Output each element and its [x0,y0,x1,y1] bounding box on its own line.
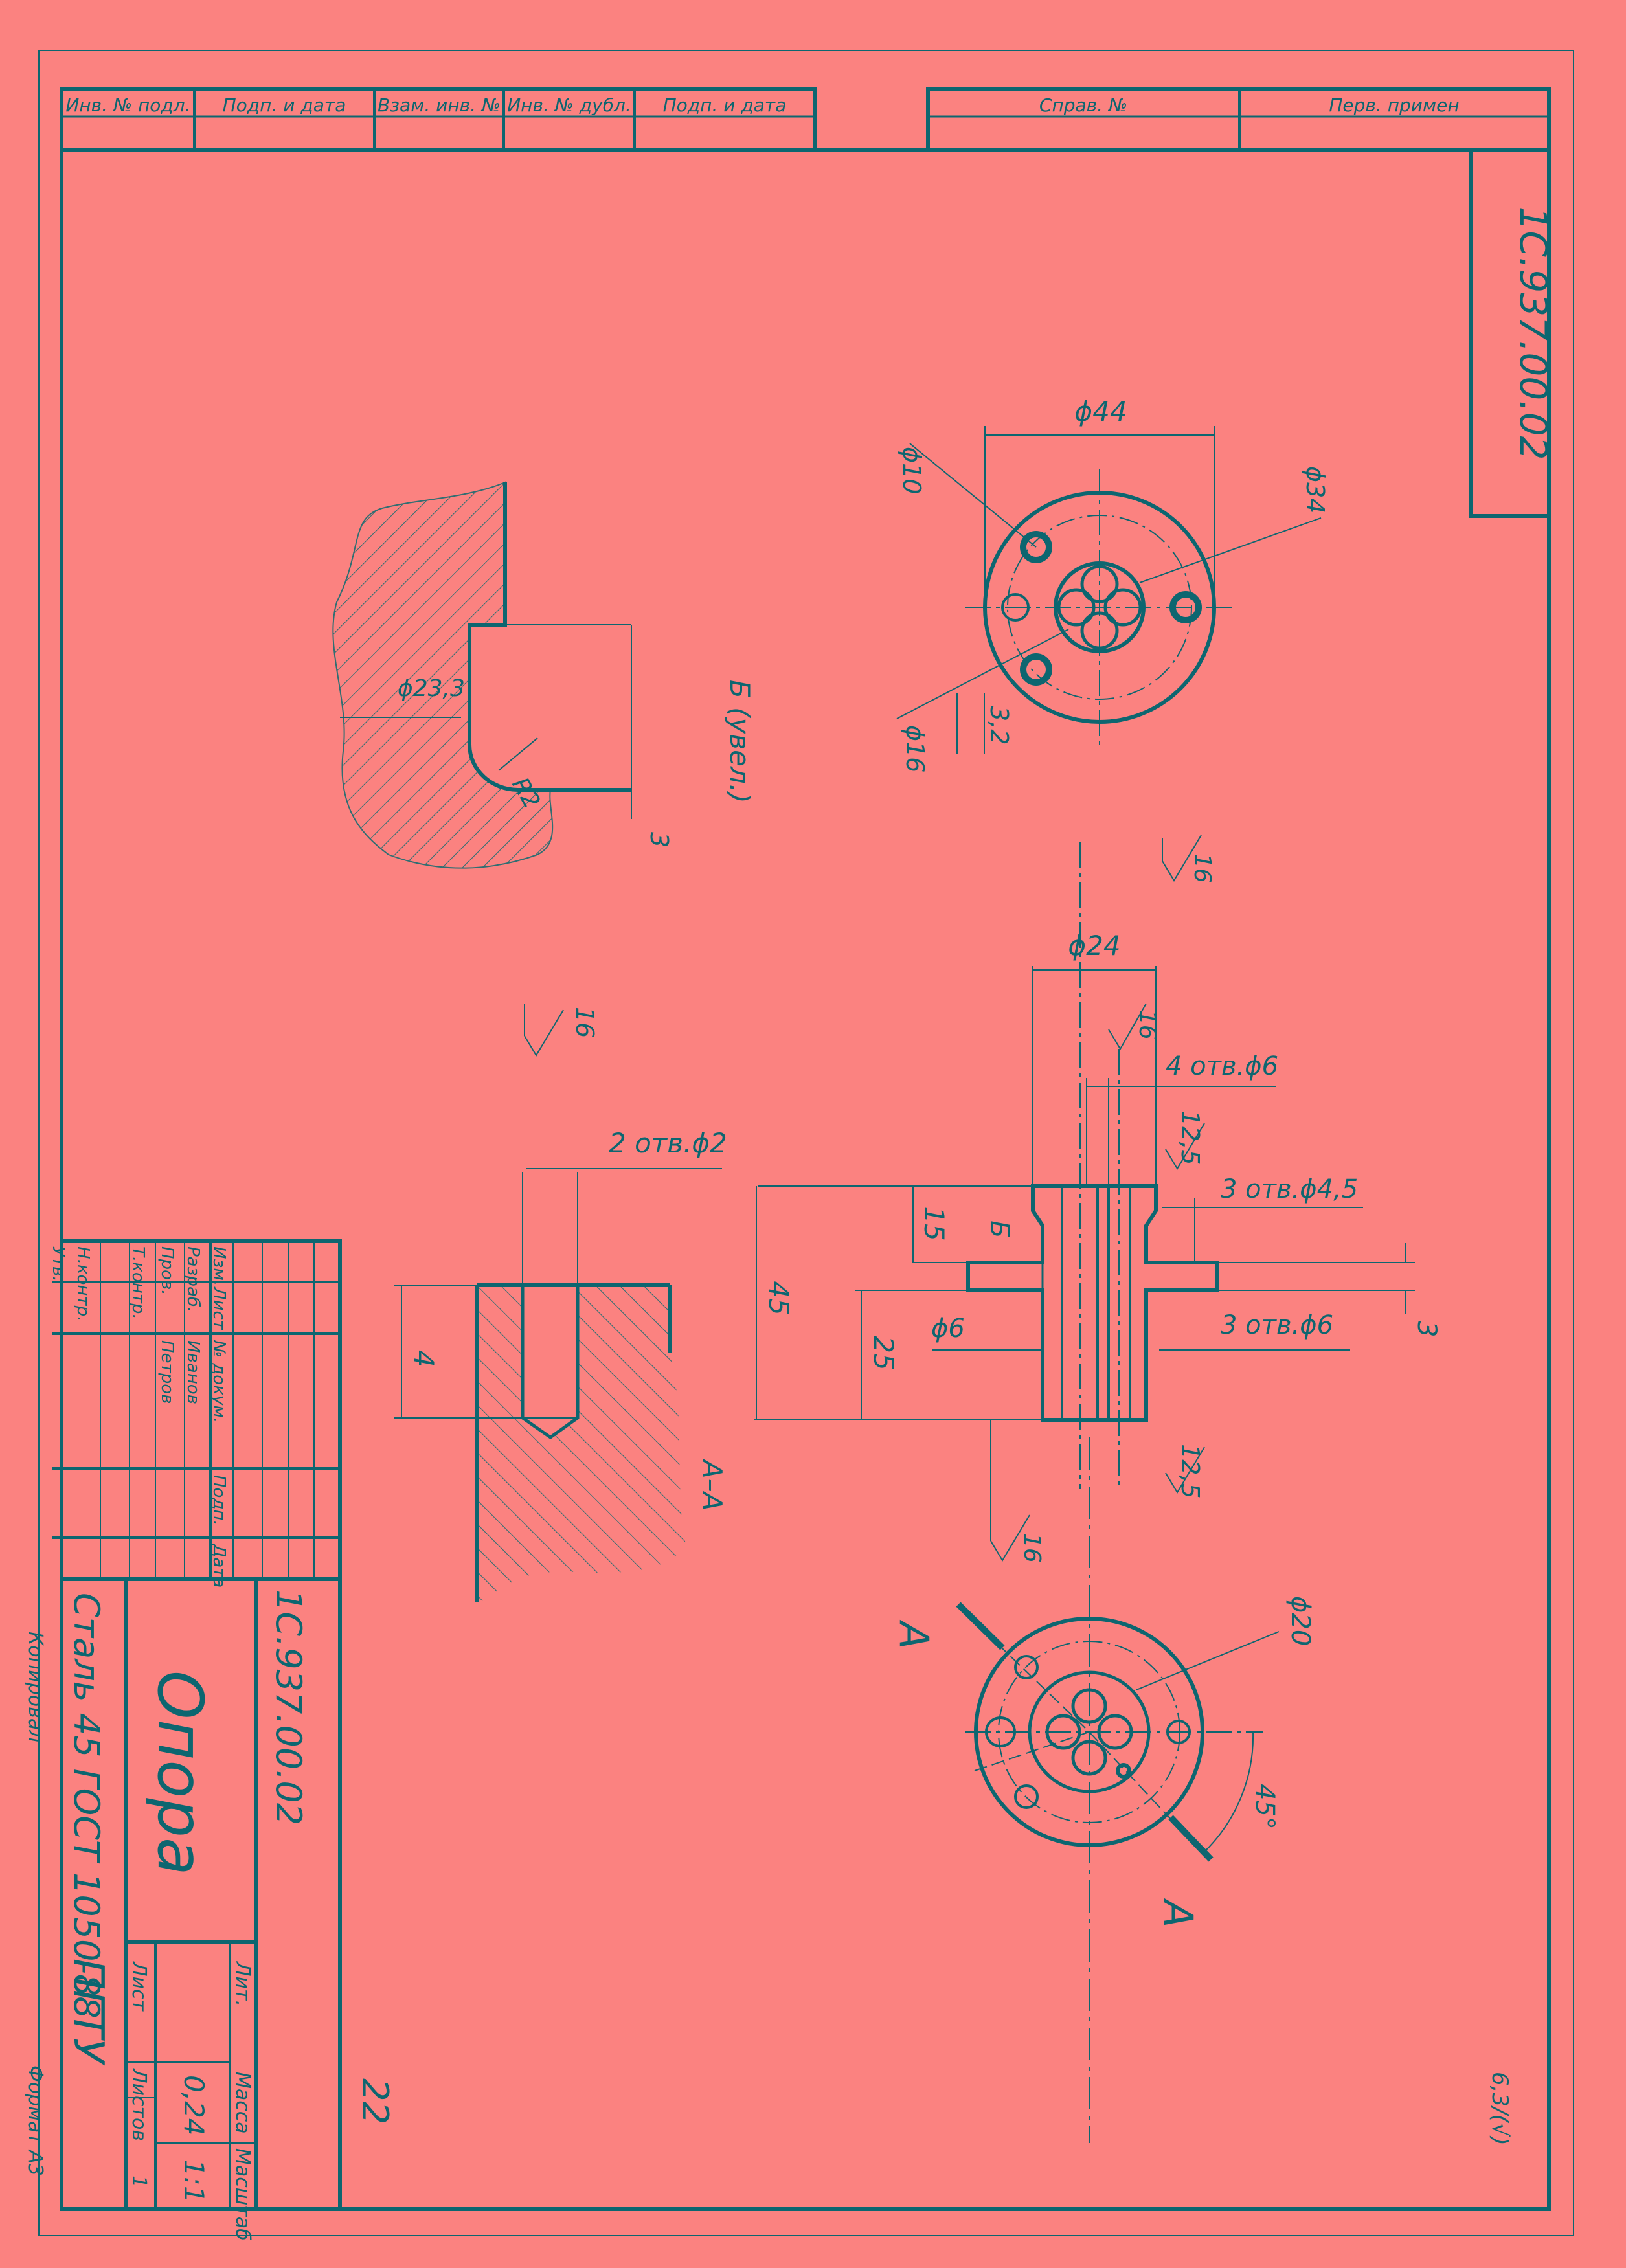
detail-dim-depth: 3 [645,832,673,848]
title-lit: Лит. [231,1961,254,2006]
role-utv: Утв. [49,1246,68,1282]
footer-format: Формат А3 [24,2065,47,2176]
role-razrab: Разраб. [183,1246,203,1312]
main-dim-12-5-bottom: 12,5 [1176,1444,1204,1499]
detail-view-b [332,481,632,869]
bottom-cut-a-right: А [1155,1898,1202,1927]
bottom-view [956,1437,1280,2143]
name-prov: Петров [157,1340,177,1404]
title-scale-value: 1:1 [178,2159,210,2203]
top-dim-d34: ϕ34 [1301,466,1329,513]
main-dim-45: 45 [763,1281,795,1315]
detail-view-label: Б (увел.) [724,680,756,803]
role-nkontr: Н.контр. [73,1246,93,1321]
top-dim-3-2: 3,2 [985,706,1013,745]
role-prov: Пров. [157,1246,177,1296]
main-holes-3-d4-5: 3 отв.ϕ4,5 [1221,1174,1358,1204]
page-number: 22 [354,2078,396,2124]
title-list: Лист [128,1961,150,2012]
detail-dim-diameter: ϕ23,3 [398,675,465,702]
col-list: Лист [209,1286,229,1330]
footer-copied: Копировал [24,1632,47,1742]
stamp-podp-data-1: Подп. и дата [223,95,346,116]
bottom-cut-a-left: А [890,1619,938,1649]
title-massa: Масса [231,2072,254,2134]
stamp-podp-data-2: Подп. и дата [663,95,787,116]
title-listov: Листов [128,2068,150,2141]
trim-frame [38,50,1574,2236]
section-holes-d2: 2 отв.ϕ2 [609,1127,727,1159]
title-part-name: Опора [144,1670,216,1876]
top-dim-d44: ϕ44 [1074,396,1127,427]
main-dim-d24: ϕ24 [1068,930,1120,961]
main-dim-12-5-top: 12,5 [1176,1110,1204,1165]
main-holes-3-d6: 3 отв.ϕ6 [1221,1310,1333,1340]
side-code-box [1469,148,1551,518]
stamp-sprav: Справ. № [1039,95,1127,116]
side-code: 1С.937.00.02 [1511,207,1555,460]
top-stamp [60,87,1551,152]
stamp-perv-primen: Перв. примен [1329,95,1459,116]
main-roughness-top: 16 [1189,853,1215,883]
section-roughness: 16 [570,1007,599,1038]
col-doc: № докум. [209,1339,229,1423]
top-dim-d10: ϕ10 [898,447,926,494]
main-dim-15: 15 [918,1206,950,1241]
top-view [896,426,1322,754]
section-label: А–А [696,1458,728,1510]
bottom-angle-45: 45° [1250,1784,1280,1830]
title-listov-value: 1 [128,2175,150,2188]
bottom-dim-d20: ϕ20 [1285,1596,1315,1646]
main-dim-25: 25 [868,1336,899,1370]
section-dim-depth: 4 [408,1350,440,1367]
stamp-vzam-inv: Взам. инв. № [378,95,501,116]
col-podp: Подп. [209,1475,229,1526]
title-material: Сталь 45 ГОСТ 1050-88 [66,1593,107,2019]
col-izm: Изм. [209,1246,229,1286]
stamp-inv-dubl: Инв. № дубл. [507,95,631,116]
title-masshtab: Масштаб [231,2148,254,2241]
main-dim-3: 3 [1412,1321,1441,1337]
stamp-inv-podl: Инв. № подл. [65,95,190,116]
title-organization: ПГТУ [64,1959,112,2066]
main-roughness-bottom: 16 [1019,1533,1045,1563]
top-dim-d16: ϕ16 [901,725,929,772]
main-roughness-mid: 16 [1134,1010,1160,1040]
title-mass-value: 0,24 [178,2075,210,2136]
section-aa [394,1004,722,1602]
main-view [754,835,1415,1562]
role-tkontr: Т.контр. [128,1246,148,1319]
title-block [52,1239,342,2211]
title-code: 1С.937.00.02 [268,1589,309,1825]
col-data: Дата [209,1544,229,1588]
general-roughness: 6,3/(√) [1487,2072,1513,2146]
main-label-b: Б [984,1220,1014,1238]
name-razrab: Иванов [183,1340,203,1404]
main-holes-4-d6: 4 отв.ϕ6 [1166,1051,1278,1081]
main-dim-d6: ϕ6 [931,1314,965,1343]
